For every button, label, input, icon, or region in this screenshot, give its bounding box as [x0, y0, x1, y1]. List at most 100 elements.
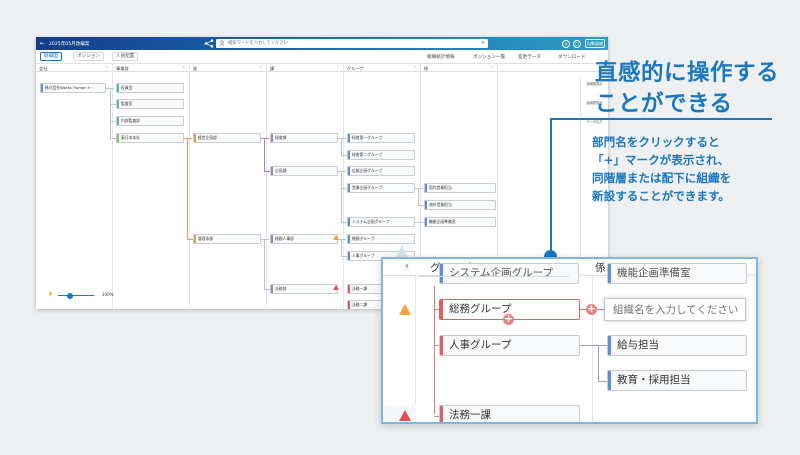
selected-group-node[interactable]: 総務グループ: [439, 299, 580, 320]
auto-expand-button[interactable]: 自動展開: [585, 39, 605, 48]
column-unit: 係: [424, 65, 429, 71]
column-unit: 係: [595, 262, 606, 274]
tab-position[interactable]: ポジション: [73, 52, 104, 61]
back-arrow-icon[interactable]: ←: [40, 40, 46, 47]
chevron-left-icon[interactable]: ‹: [183, 65, 185, 70]
warning-icon: [399, 410, 411, 421]
connector: [341, 239, 342, 256]
node-group[interactable]: 広報企画グループ: [347, 166, 415, 176]
connector: [415, 188, 423, 189]
connector: [341, 155, 347, 156]
tool-change-data[interactable]: 変更データ: [518, 54, 541, 60]
connector: [338, 239, 346, 240]
unit-node-partial[interactable]: 機能企画準備室: [607, 263, 747, 284]
node-division[interactable]: 東日本本社: [116, 133, 184, 143]
node-group[interactable]: 営業企画グループ: [347, 183, 415, 193]
node-section[interactable]: 秘書課: [270, 133, 338, 143]
column-department: 部: [193, 65, 198, 71]
chevron-left-icon[interactable]: ‹: [260, 65, 262, 70]
connector: [338, 138, 346, 139]
unit-node[interactable]: 給与担当: [607, 335, 747, 356]
warning-icon: [399, 304, 411, 315]
column-divider: [266, 64, 267, 309]
connector: [415, 222, 423, 223]
callout-line: [550, 118, 552, 256]
close-icon[interactable]: ×: [480, 40, 485, 46]
node-company[interactable]: 株式会社Works Human I···: [40, 83, 106, 93]
zoom-control: ✋ 100%: [48, 291, 123, 299]
connector: [418, 188, 419, 205]
node-section[interactable]: 企画課: [270, 166, 338, 176]
node-unit[interactable]: 機能企画準備室: [424, 217, 496, 227]
new-org-name-input[interactable]: [604, 298, 746, 321]
search-bar: ×: [216, 39, 488, 48]
column-section: 課: [270, 65, 275, 71]
header-underline: [419, 276, 569, 277]
description-line: 新設することができます。: [592, 189, 730, 203]
unit-node[interactable]: 教育・採用担当: [607, 370, 747, 391]
node-division[interactable]: 役員会: [116, 83, 184, 93]
node-department[interactable]: 経営企画部: [193, 133, 261, 143]
node-group[interactable]: 秘書第二グループ: [347, 150, 415, 160]
node-section[interactable]: 法務部: [270, 284, 338, 294]
zoom-slider[interactable]: [58, 295, 94, 296]
app-window: ← 2025年05月改編案 × ◎ □ 自動展開 組織図 ポジション 人員配置 …: [36, 37, 608, 309]
headline-line-2: ことができる: [595, 91, 733, 117]
tool-org-stats[interactable]: 組織統計情報: [427, 54, 455, 60]
connector: [434, 309, 440, 310]
connector: [338, 171, 346, 172]
group-node-partial[interactable]: システム企画グループ: [439, 263, 579, 284]
chevron-left-icon[interactable]: ‹: [405, 260, 410, 272]
settings-icon[interactable]: □: [573, 39, 581, 48]
node-section[interactable]: 総務人事部: [270, 234, 338, 244]
tab-staffing[interactable]: 人員配置: [112, 52, 139, 61]
chevron-left-icon[interactable]: ‹: [337, 65, 339, 70]
connector: [341, 256, 347, 257]
column-header: 会社 ‹ 事業部 ‹ 部 ‹ 課 ‹ グループ ‹ 係 ‹: [36, 64, 608, 72]
top-bar: ← 2025年05月改編案 × ◎ □ 自動展開: [36, 37, 608, 50]
page-title: 2025年05月改編案: [49, 42, 90, 47]
headline-line-1: 直感的に操作する: [595, 60, 780, 86]
node-unit[interactable]: 海外営業担当: [424, 200, 496, 210]
chevron-left-icon[interactable]: ‹: [414, 65, 416, 70]
tool-position-list[interactable]: ポジション一覧: [473, 54, 506, 60]
node-group[interactable]: 総務グループ: [347, 234, 415, 244]
tab-org-chart[interactable]: 組織図: [40, 52, 62, 61]
group-node[interactable]: 人事グループ: [439, 335, 580, 356]
node-department[interactable]: 管理本部: [193, 234, 261, 244]
tab-label: 人員配置: [116, 54, 135, 59]
chevron-left-icon[interactable]: ‹: [106, 65, 108, 70]
connector: [580, 345, 608, 346]
panel-item[interactable]: データ出力: [586, 120, 603, 124]
callout-line: [550, 118, 772, 120]
connector: [434, 416, 440, 417]
search-input[interactable]: [228, 39, 476, 48]
node-group[interactable]: システム企画グループ: [347, 217, 415, 227]
node-unit[interactable]: 国内営業担当: [424, 183, 496, 193]
node-group[interactable]: 秘書第一グループ: [347, 133, 415, 143]
column-divider: [497, 64, 498, 309]
column-divider: [343, 64, 344, 309]
connector: [418, 205, 424, 206]
connector: [341, 138, 342, 155]
add-sibling-button[interactable]: +: [586, 302, 597, 315]
hand-icon[interactable]: ✋: [48, 291, 53, 296]
panel-item[interactable]: 組織図表示: [586, 101, 603, 105]
column-divider: [420, 64, 421, 309]
chevron-left-icon[interactable]: ‹: [491, 65, 493, 70]
column-division: 事業部: [116, 65, 129, 71]
callout-pointer: [396, 245, 408, 257]
connector: [187, 239, 193, 240]
zoom-slider-handle[interactable]: [67, 292, 73, 299]
node-division[interactable]: 内部監査部: [116, 116, 184, 126]
node-division[interactable]: 監査室: [116, 99, 184, 109]
search-icon[interactable]: ◎: [562, 39, 570, 48]
share-icon[interactable]: [204, 39, 214, 48]
add-child-button[interactable]: +: [503, 312, 514, 325]
tool-download[interactable]: ダウンロード: [558, 54, 586, 60]
group-node[interactable]: 法務一課: [439, 405, 580, 422]
connector: [597, 309, 605, 310]
panel-item[interactable]: 組織図表示: [586, 82, 603, 86]
connector: [110, 121, 116, 122]
description-line: 「+」マークが表示され、: [592, 153, 730, 167]
